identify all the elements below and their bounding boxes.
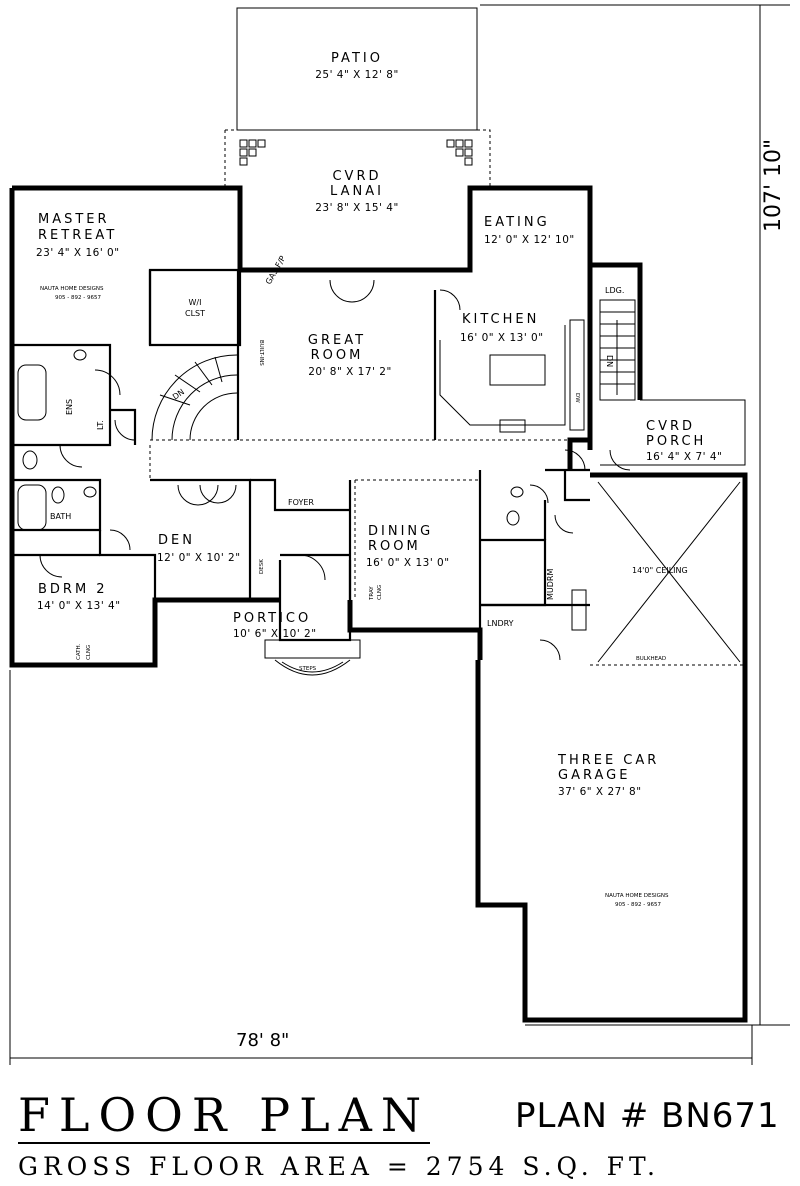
portico-label: PORTICO — [233, 611, 311, 626]
cath-note: CATH. — [76, 643, 82, 660]
patio-size: 25' 4" X 12' 8" — [315, 69, 399, 81]
stair-down-note: DN — [605, 355, 614, 367]
bulkhead-note: BULKHEAD — [636, 656, 666, 662]
designer-phone-1: 905 - 892 - 9657 — [55, 295, 101, 301]
wic-label-1: W/I — [189, 298, 202, 307]
built-ins-note: BUILT-INS — [258, 340, 264, 366]
wic-label-2: CLST — [185, 309, 205, 318]
bath-label: BATH — [50, 512, 71, 521]
great-room-label-1: GREAT — [308, 333, 366, 348]
porch-size: 16' 4" X 7' 4" — [646, 451, 722, 463]
floor-plan-drawing: PATIO 25' 4" X 12' 8" CVRD LANAI 23' 8" … — [9, 4, 790, 1065]
curved-stair — [151, 354, 238, 441]
designer-phone-2: 905 - 892 - 9657 — [615, 902, 661, 908]
laundry-label: LNDRY — [487, 619, 514, 628]
kitchen-label: KITCHEN — [462, 312, 539, 327]
great-room-label-2: ROOM — [311, 348, 364, 363]
lanai-label-1: CVRD — [332, 169, 381, 184]
portico-size: 10' 6" X 10' 2" — [233, 628, 317, 640]
eating-size: 12' 0" X 12' 10" — [484, 234, 575, 246]
tray-clng-note: CLNG — [377, 585, 383, 600]
dimension-line-depth — [480, 4, 790, 1026]
ensuite-label: ENS — [65, 399, 74, 415]
lanai-outline — [225, 129, 491, 188]
designer-note-2: NAUTA HOME DESIGNS — [605, 893, 669, 899]
bdrm2-label: BDRM 2 — [38, 582, 108, 597]
lanai-post-left — [239, 139, 266, 166]
den-size: 12' 0" X 10' 2" — [157, 552, 241, 564]
bdrm2-size: 14' 0" X 13' 4" — [37, 600, 121, 612]
master-label-1: MASTER — [38, 212, 110, 227]
den-label: DEN — [158, 533, 195, 548]
lanai-size: 23' 8" X 15' 4" — [315, 202, 399, 214]
straight-stair — [599, 299, 636, 401]
mudroom-label: MUDRM — [546, 569, 555, 600]
designer-note-1: NAUTA HOME DESIGNS — [40, 286, 104, 292]
garage-ceiling-x — [597, 481, 741, 663]
exterior-wall-house — [9, 185, 643, 668]
cath-clng-note: CLNG — [86, 645, 92, 660]
kitchen-island — [489, 354, 546, 386]
master-size: 23' 4" X 16' 0" — [36, 247, 120, 259]
floor-plan-title: FLOOR PLAN — [18, 1088, 431, 1144]
depth-dimension: 107' 10" — [761, 139, 786, 232]
master-label-2: RETREAT — [38, 228, 117, 243]
dining-label-2: ROOM — [368, 539, 421, 554]
dishwasher-note: DW — [574, 393, 580, 403]
lt-label: LT. — [96, 420, 105, 430]
great-room-size: 20' 8" X 17' 2" — [308, 366, 392, 378]
lanai-label-2: LANAI — [330, 184, 384, 199]
bath-fixtures — [17, 349, 587, 631]
porch-outline — [600, 399, 746, 466]
width-dimension: 78' 8" — [236, 1030, 289, 1051]
porch-label-1: CVRD — [646, 419, 695, 434]
lanai-post-right — [446, 139, 473, 166]
patio-label: PATIO — [331, 51, 383, 66]
door-swings — [39, 279, 631, 661]
gross-floor-area: GROSS FLOOR AREA = 2754 S.Q. FT. — [18, 1152, 660, 1181]
tray-note: TRAY — [369, 586, 375, 601]
garage-label-1: THREE CAR — [557, 753, 659, 768]
eating-label: EATING — [484, 215, 550, 230]
garage-size: 37' 6" X 27' 8" — [558, 786, 642, 798]
exterior-wall-garage — [475, 472, 748, 1023]
dimension-line-width — [9, 670, 753, 1065]
steps-note: STEPS — [299, 666, 317, 672]
landing-note: LDG. — [605, 286, 624, 295]
dining-size: 16' 0" X 13' 0" — [366, 557, 450, 569]
garage-label-2: GARAGE — [558, 768, 630, 783]
ceiling-note: 14'0" CEILING — [632, 566, 688, 575]
dining-label-1: DINING — [368, 524, 433, 539]
desk-label: DESK — [259, 559, 265, 574]
porch-label-2: PORCH — [646, 434, 706, 449]
kitchen-size: 16' 0" X 13' 0" — [460, 332, 544, 344]
foyer-label: FOYER — [288, 498, 314, 507]
plan-number: PLAN # BN671 — [515, 1096, 780, 1136]
